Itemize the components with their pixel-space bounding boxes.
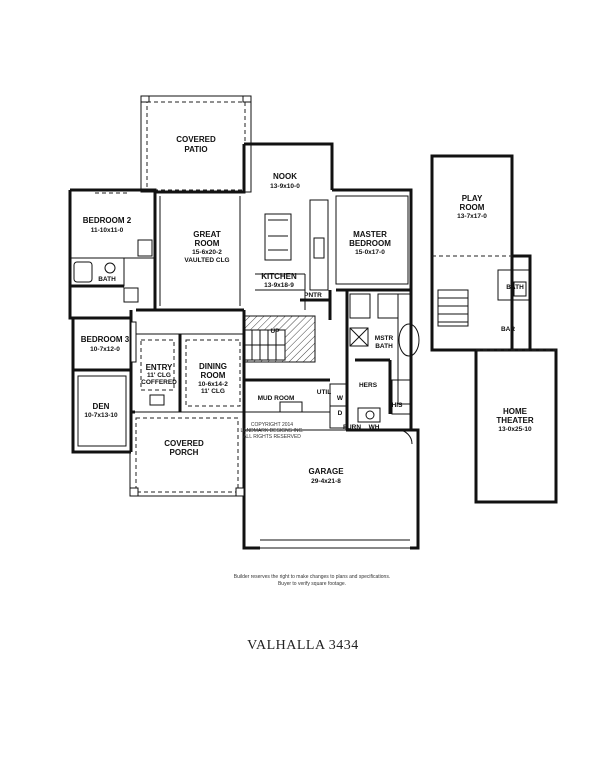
his-label: HIS [392,402,404,409]
theater-label-2: THEATER [496,416,533,425]
den-dims: 10-7x13-10 [84,412,118,419]
dining-label-1: DINING [199,362,227,371]
copyright-line-3: ALL RIGHTS RESERVED [243,434,301,440]
kitchen [255,199,332,320]
master-label-2: BEDROOM [349,239,391,248]
porch-label-1: COVERED [164,439,204,448]
patio-label-2: PATIO [184,145,207,154]
garage-label: GARAGE [308,467,344,476]
stairs [244,315,330,382]
den-label: DEN [93,402,110,411]
hers-label: HERS [359,382,378,389]
plan-title: VALHALLA 3434 [247,638,359,653]
porch-label-2: PORCH [170,448,199,457]
theater-label-1: HOME [503,407,528,416]
great-room-label-1: GREAT [193,230,221,239]
dryer-label: D [338,410,343,417]
mud-room-label: MUD ROOM [258,395,295,402]
bedroom2-dims: 11-10x11-0 [91,227,124,234]
furnace-label: FURN [343,424,361,431]
washer-label: W [337,395,344,402]
kitchen-dims: 13-9x18-9 [264,282,294,289]
play-room-label-1: PLAY [462,194,483,203]
dining-dims: 10-6x14-2 [198,381,228,388]
bath-right-label: BATH [506,284,524,291]
nook-label: NOOK [273,172,297,181]
disclaimer-line-2: Buyer to verify square footage. [278,581,346,587]
den [77,370,133,447]
master-bath [349,293,420,415]
bedroom-3 [70,310,137,372]
stair-up-label: UP [270,328,280,335]
great-room-label-2: ROOM [195,239,220,248]
patio-label-1: COVERED [176,135,216,144]
entry [136,308,244,412]
dining-room [185,310,246,412]
lower-level [430,154,558,504]
great-room [159,196,241,306]
play-room-label-2: ROOM [460,203,485,212]
copyright-line-2: LANDMARK DESIGNS INC. [240,428,303,434]
bath-left [69,257,139,303]
master-dims: 15-0x17-0 [355,249,385,256]
nook-dims: 13-9x10-0 [270,183,300,190]
entry-note-1: 11' CLG [147,372,171,379]
master-bedroom [335,195,411,430]
covered-patio [140,95,252,193]
copyright-line-1: COPYRIGHT 2014 [251,422,293,428]
pantry-label: PNTR [304,292,322,299]
entry-note-2: COFFERED [141,379,177,386]
garage-dims: 29-4x21-8 [311,478,341,485]
util-label: UTIL [317,389,331,396]
entry-label: ENTRY [146,363,173,372]
dining-note: 11' CLG [201,388,225,395]
bedroom-2 [70,192,157,310]
bedroom3-dims: 10-7x12-0 [90,346,120,353]
dining-label-2: ROOM [201,371,226,380]
bath-left-label: BATH [98,276,116,283]
covered-porch [129,411,245,497]
play-room-dims: 13-7x17-0 [457,213,487,220]
mstr-bath-label-1: MSTR [375,335,394,342]
great-room-note: VAULTED CLG [184,257,229,264]
kitchen-label: KITCHEN [261,272,297,281]
disclaimer-line-1: Builder reserves the right to make chang… [234,574,390,580]
bedroom3-label: BEDROOM 3 [81,335,130,344]
water-heater-label: WH [369,424,380,431]
great-room-dims: 15-6x20-2 [192,249,222,256]
master-label-1: MASTER [353,230,387,239]
bedroom2-label: BEDROOM 2 [83,216,132,225]
mud-room [244,383,381,429]
bar-label: BAR [501,326,515,333]
theater-dims: 13-0x25-10 [498,426,532,433]
mstr-bath-label-2: BATH [375,343,393,350]
